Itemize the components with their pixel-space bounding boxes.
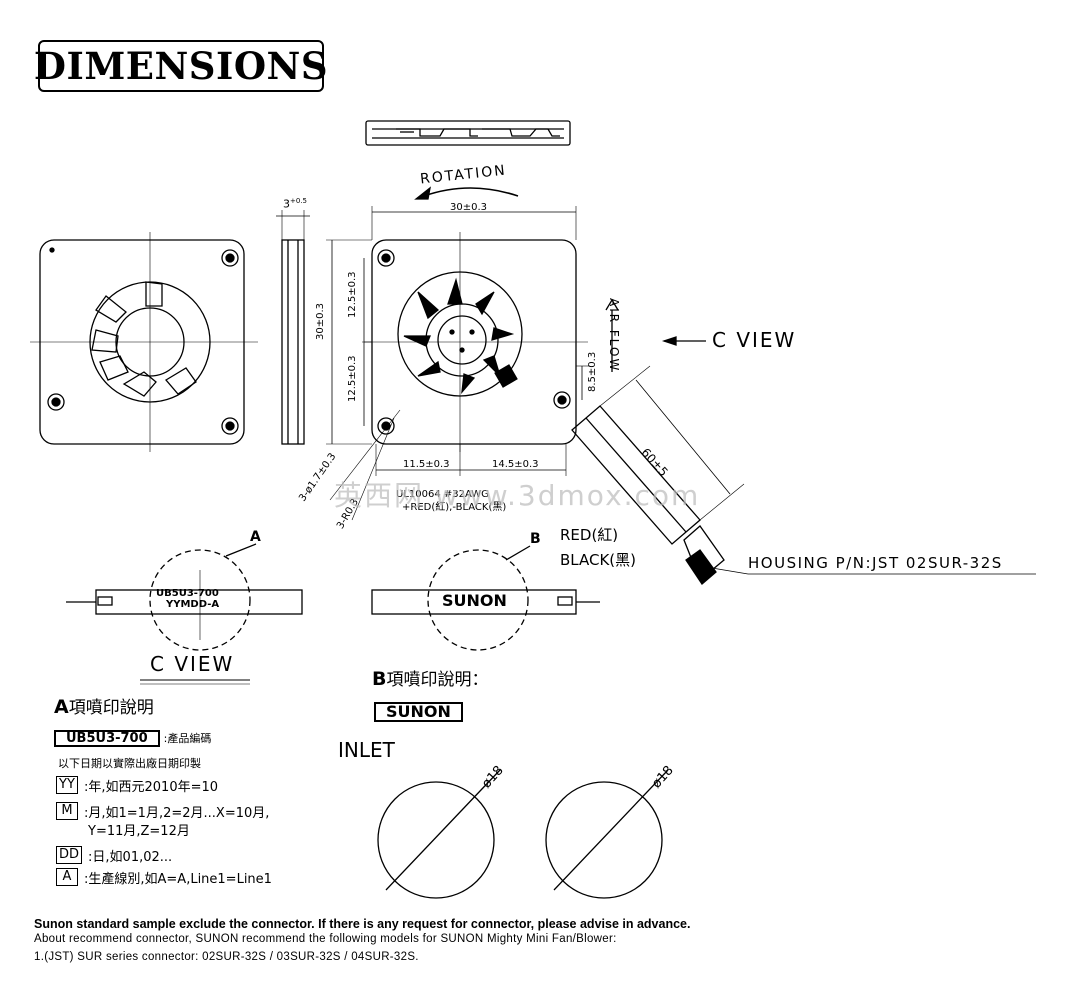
mark-b: B — [530, 531, 541, 547]
upper-half-dim: 12.5±0.3 — [347, 271, 358, 318]
page-title: DIMENSIONS — [33, 44, 329, 88]
date-print: YYMDD-A — [166, 599, 220, 610]
bottom-right-dim: 14.5±0.3 — [492, 459, 539, 470]
red-wire-label: RED(紅) — [560, 526, 619, 544]
bottom-left-dim: 11.5±0.3 — [403, 459, 450, 470]
c-view-arrow-label: C VIEW — [712, 328, 797, 352]
lower-half-dim: 12.5±0.3 — [347, 355, 358, 402]
cable-spec-2: +RED(紅),-BLACK(黑) — [402, 502, 507, 513]
width-dim: 30±0.3 — [450, 202, 488, 213]
legend-a-model: UB5U3-700:產品編碼 — [54, 730, 211, 747]
side-view — [276, 210, 310, 445]
air-flow-arrow — [605, 298, 619, 372]
cable-spec-1: UL10064 #32AWG — [396, 489, 489, 500]
legend-item-dd: DD:日,如01,02... — [56, 846, 172, 865]
legend-b-heading: B項噴印說明： — [372, 668, 489, 690]
note-line-1: Sunon standard sample exclude the connec… — [34, 917, 691, 931]
height-dim: 30±0.3 — [315, 302, 326, 340]
watermark: 英西网 www.3dmox.com — [334, 479, 701, 512]
legend-item-yy: YY:年,如西元2010年=10 — [56, 776, 218, 795]
note-line-2: About recommend connector, SUNON recomme… — [34, 933, 617, 945]
c-view-b — [371, 545, 600, 651]
black-wire-label: BLACK(黑) — [560, 551, 637, 569]
back-view — [30, 232, 258, 452]
side-offset-dim: 8.5±0.3 — [587, 351, 598, 392]
legend-a-date-note: 以下日期以實際出廠日期印製 — [58, 757, 201, 770]
legend-a-heading: A項噴印說明 — [54, 696, 154, 718]
legend-b-box: SUNON — [374, 702, 463, 722]
mark-a: A — [250, 529, 261, 545]
title-box: DIMENSIONS — [34, 40, 328, 92]
c-view-label: C VIEW — [150, 652, 235, 676]
air-flow-label: AIR FLOW — [607, 298, 621, 373]
model-print: UB5U3-700 — [156, 588, 219, 599]
thickness-dim: 3+0.5 — [283, 197, 307, 211]
legend-item-m: M:月,如1=1月,2=2月...X=10月,Y=11月,Z=12月 — [56, 802, 269, 843]
housing-label: HOUSING P/N:JST 02SUR-32S — [748, 554, 1003, 572]
rotation-arrow — [423, 187, 519, 197]
inlet-circles — [377, 769, 669, 899]
note-line-3: 1.(JST) SUR series connector: 02SUR-32S … — [34, 951, 419, 963]
top-edge-view — [365, 120, 571, 146]
c-view-a — [66, 543, 303, 685]
legend-item-a: A:生產線別,如A=A,Line1=Line1 — [56, 868, 272, 887]
front-view — [326, 206, 590, 521]
cable — [571, 365, 1036, 585]
inlet-label: INLET — [338, 738, 395, 762]
sunon-print: SUNON — [442, 591, 507, 610]
